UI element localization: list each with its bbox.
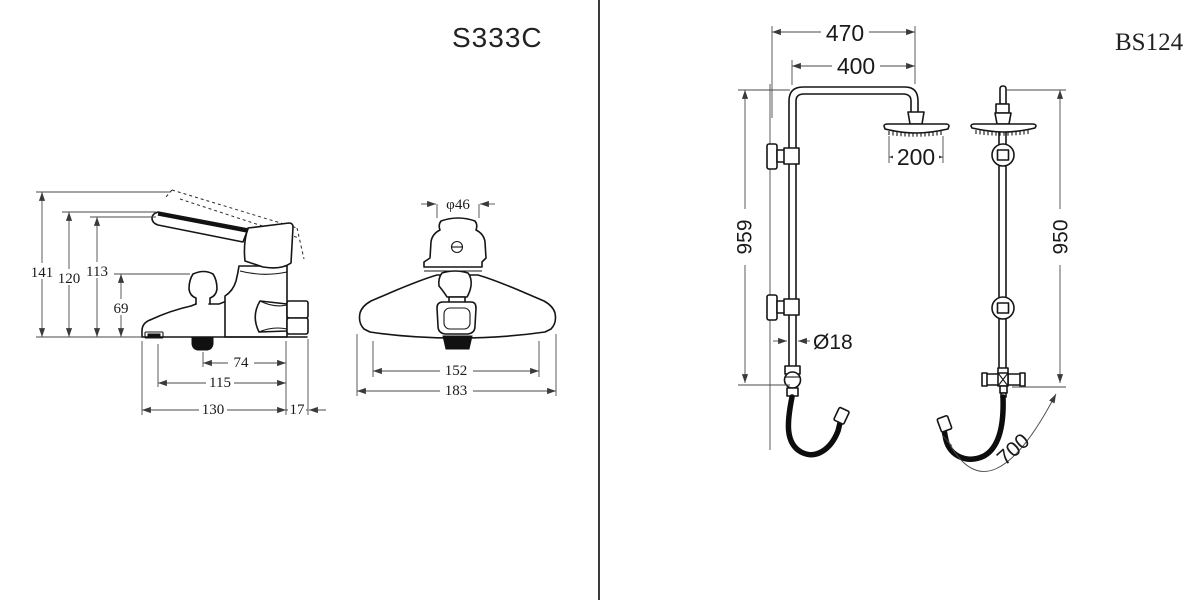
label-bg	[440, 362, 473, 377]
wall-nut-top	[286, 300, 309, 319]
diverter-knob	[188, 270, 218, 305]
label-bg	[206, 374, 234, 389]
pipe-top-stub	[999, 85, 1007, 105]
handle-lever-top-edge	[157, 212, 248, 233]
label-bg	[821, 22, 869, 44]
model-label-bs124: BS124	[1115, 29, 1184, 56]
dim-arc-700	[947, 393, 1057, 472]
dim-label-130: 130	[202, 402, 225, 418]
dim-label-950-group: 950	[1048, 209, 1072, 265]
wall-bracket-lower	[766, 294, 800, 321]
dim-label-950: 950	[1049, 219, 1072, 254]
faucet-body-left-edge	[141, 319, 151, 338]
dim-label-dia18: Ø18	[813, 331, 853, 354]
head-connector-side	[994, 112, 1012, 125]
label-bg	[893, 147, 939, 168]
dim-label-phi46: φ46	[446, 197, 470, 213]
dim-label-113: 113	[86, 264, 108, 280]
label-bg	[732, 209, 756, 265]
spout-slot-opening	[147, 333, 161, 337]
dim-label-152: 152	[445, 363, 468, 379]
label-bg	[228, 354, 254, 369]
dim-label-470: 470	[826, 20, 864, 46]
front-spout	[436, 301, 477, 335]
head-connector	[907, 111, 925, 125]
dashed-handle-outline	[171, 189, 298, 229]
faucet-side-dimensions: 141 120 113 69 74 115 130 17	[29, 191, 326, 418]
label-bg	[832, 56, 880, 78]
head-nozzle-ticks-side	[975, 130, 1029, 136]
dim-label-959: 959	[733, 219, 756, 254]
head-nozzle-ticks	[888, 131, 942, 137]
label-bg	[440, 382, 473, 397]
dim-label-69: 69	[114, 301, 129, 317]
cross-valve	[981, 367, 1026, 398]
barrel-curve	[258, 327, 288, 333]
faucet-side-view	[141, 189, 309, 351]
handle-cap	[243, 222, 294, 269]
handle-cap-front	[423, 217, 487, 268]
label-bg	[111, 299, 131, 315]
dim-label-120: 120	[58, 271, 81, 287]
shower-hose	[785, 394, 843, 458]
faucet-body-top-edge	[149, 303, 197, 321]
column-collar-line	[239, 270, 288, 275]
dim-label-74: 74	[234, 355, 250, 371]
dim-label-959-group: 959	[732, 209, 756, 265]
front-diverter-knob	[438, 270, 472, 298]
front-spout-inner	[443, 307, 471, 330]
barrel-curve	[259, 300, 288, 307]
label-bg	[84, 262, 110, 278]
wall-nut-bottom	[286, 317, 309, 335]
label-bg	[29, 263, 55, 279]
dashed-handle-outline	[296, 227, 305, 260]
dim-label-183: 183	[445, 383, 468, 399]
ring-bracket-lower	[991, 296, 1015, 320]
dim-label-115: 115	[209, 375, 231, 391]
label-bg	[199, 401, 227, 416]
dim-tick-700	[942, 435, 953, 447]
dim-label-200: 200	[897, 144, 935, 170]
top-nut	[995, 103, 1010, 114]
wall-bracket-upper	[766, 143, 800, 170]
label-bg	[56, 269, 82, 285]
spout-slot	[144, 331, 164, 339]
hose-nut-round	[783, 371, 802, 389]
faucet-front-view	[358, 217, 557, 350]
shower-hose-side	[941, 394, 1006, 462]
ring-bracket-upper	[991, 143, 1015, 167]
hose-end-connector-side	[936, 414, 953, 433]
hose-end-connector	[833, 406, 850, 425]
shower-front-view	[766, 84, 950, 458]
dim-label-141: 141	[31, 265, 54, 281]
dashed-handle-outline	[164, 189, 173, 199]
pipe-outer	[788, 86, 919, 369]
dim-label-400: 400	[837, 53, 875, 79]
hose-inlet-black	[191, 337, 214, 351]
faucet-front-dimensions: φ46 152 183	[356, 197, 557, 399]
rain-head-edge	[970, 123, 1037, 133]
dim-label-17: 17	[290, 402, 306, 418]
wall-union-barrel	[254, 300, 288, 333]
label-bg	[1048, 209, 1072, 265]
shower-side-view	[936, 85, 1037, 462]
pipe-inner	[795, 93, 912, 369]
model-label-s333c: S333C	[452, 22, 543, 53]
handle-lever	[151, 211, 249, 243]
front-outlet-black	[442, 335, 473, 350]
rain-shower-head	[883, 123, 950, 134]
label-bg	[288, 402, 306, 416]
